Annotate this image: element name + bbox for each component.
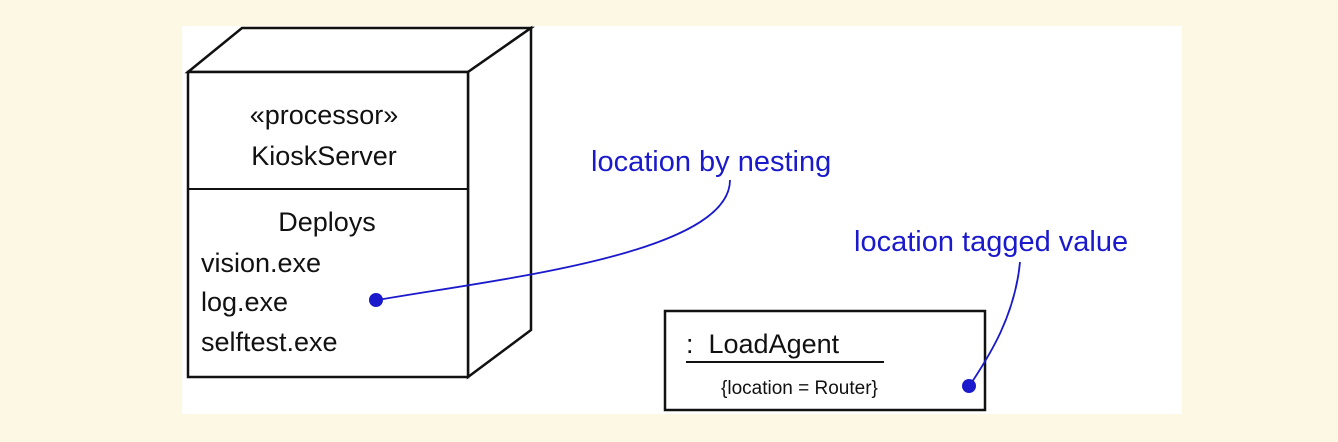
nesting-connector [377,179,731,301]
artifact-item: log.exe [201,287,288,317]
artifact-item: vision.exe [201,248,321,278]
nesting-annotation: location by nesting [369,146,831,307]
tagged-connector [969,261,1021,386]
tagged-anchor-dot [962,379,976,393]
node-stereotype: «processor» [250,100,399,130]
compartment-title: Deploys [278,207,376,237]
node-name: KioskServer [251,141,397,171]
artifact-item: selftest.exe [201,327,338,357]
object-box [663,309,987,412]
node-front-face [186,70,470,379]
object-tagged-value: {location = Router} [721,378,878,399]
nesting-label: location by nesting [591,146,831,178]
node-side-face [466,25,533,380]
object-name: : LoadAgent [686,329,840,359]
tagged-label: location tagged value [854,226,1128,258]
load-agent-object: : LoadAgent {location = Router} [663,309,987,412]
tagged-annotation: location tagged value [854,226,1128,393]
nesting-anchor-dot [369,293,383,307]
processor-node: «processor» KioskServer Deploys vision.e… [184,25,535,380]
